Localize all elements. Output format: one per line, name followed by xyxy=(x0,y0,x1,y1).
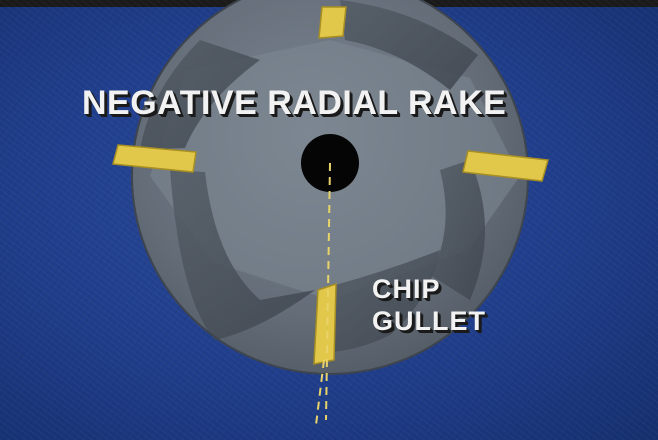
insert-bottom xyxy=(313,282,337,365)
chip-gullet-label-line-1: CHIP xyxy=(372,274,441,304)
chip-gullet-label-line-2: GULLET xyxy=(372,306,486,336)
insert-left xyxy=(112,144,197,173)
radial-reference-line xyxy=(325,162,331,421)
chip-gullet-right xyxy=(430,160,485,300)
chip-gullet-bottom-left xyxy=(170,170,315,340)
diagram-title: NEGATIVE RADIAL RAKE xyxy=(82,84,507,122)
insert-face-extension-line xyxy=(315,359,325,426)
insert-right xyxy=(462,150,549,182)
chip-gullet-top-left xyxy=(140,40,260,150)
chip-gullet-label: CHIP GULLET xyxy=(372,273,486,337)
insert-top xyxy=(318,6,347,39)
chip-gullet-bottom xyxy=(330,250,440,352)
chip-gullet-top-right xyxy=(340,0,478,90)
